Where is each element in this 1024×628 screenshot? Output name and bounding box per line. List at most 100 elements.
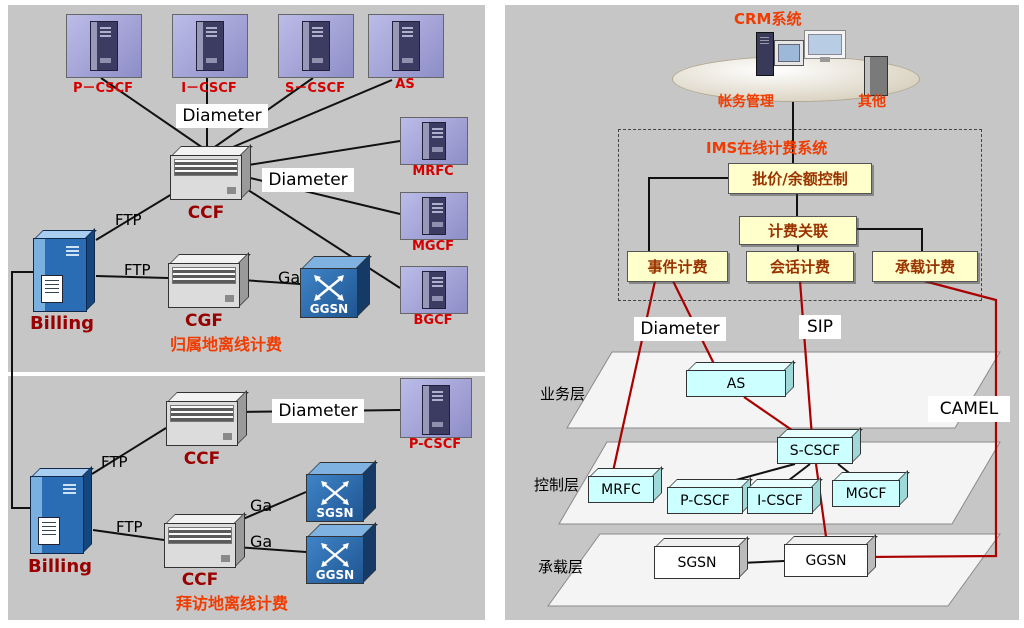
mgcf-server-label: MGCF	[411, 239, 455, 254]
rating-balance-control-box: 批价/余额控制	[728, 163, 872, 194]
box-front-face: SGSN	[306, 474, 364, 522]
ggsn-router-icon: GGSN	[300, 254, 372, 318]
icscf-server-icon	[172, 14, 248, 78]
rack-slots	[168, 527, 232, 544]
ggsn-node-label: GGSN	[805, 552, 847, 569]
rack-slots	[170, 405, 234, 422]
server-tower-icon	[422, 385, 450, 435]
ga-protocol-label: Ga	[250, 496, 273, 515]
monitor-stand-icon	[820, 57, 830, 62]
rack-led	[225, 295, 234, 302]
charging-correlation-box: 计费关联	[739, 216, 857, 245]
diameter-protocol-label: Diameter	[272, 399, 364, 423]
mrfc-server-icon	[400, 117, 468, 165]
billing-label: Billing	[29, 313, 95, 334]
rack-slots	[172, 267, 236, 284]
flat-monitor-icon	[804, 30, 846, 59]
scscf-node-box: S-CSCF	[777, 427, 863, 464]
mgcf-node-label: MGCF	[845, 485, 887, 502]
server-tower-icon	[392, 21, 420, 71]
mgcf-node-box: MGCF	[832, 470, 910, 507]
pcscf-server-icon	[400, 378, 472, 438]
ggsn-cube-label: GGSN	[309, 302, 349, 316]
ggsn-cube-label: GGSN	[315, 568, 355, 582]
server-tower-icon	[90, 21, 118, 71]
service-layer-label: 业务层	[540, 385, 586, 403]
session-charging-box: 会话计费	[746, 251, 854, 282]
server-tower-icon	[422, 122, 446, 160]
vents	[63, 484, 76, 495]
account-management-label: 帐务管理	[718, 94, 774, 110]
crm-system-title: CRM系统	[734, 10, 802, 28]
icscf-node-label: I-CSCF	[757, 492, 803, 509]
ftp-protocol-label: FTP	[101, 453, 128, 471]
billing-server-icon	[30, 466, 94, 554]
router-arrows-icon	[314, 275, 344, 301]
scscf-server-label: S－CSCF	[285, 81, 345, 96]
pcscf-server-label: P－CSCF	[72, 81, 134, 96]
event-charging-box: 事件计费	[627, 251, 728, 282]
rack-led	[223, 433, 232, 440]
as-server-label: AS	[395, 77, 415, 92]
diameter-protocol-label: Diameter	[262, 168, 354, 192]
box-front-face: I-CSCF	[747, 487, 813, 514]
bearer-layer-label: 承载层	[538, 558, 584, 576]
box-front-face: MGCF	[832, 480, 900, 507]
desktop-monitor-icon	[774, 40, 804, 66]
sgsn-node-box: SGSN	[654, 536, 750, 579]
other-label: 其他	[858, 94, 886, 110]
ftp-protocol-label: FTP	[115, 211, 142, 229]
as-server-icon	[368, 14, 444, 78]
camel-protocol-label: CAMEL	[928, 396, 1010, 422]
control-layer-label: 控制层	[534, 476, 580, 494]
ccf-label: CCF	[187, 203, 225, 223]
ccf-label: CCF	[183, 449, 221, 469]
box-front-face: P-CSCF	[667, 487, 743, 514]
ccf-server-icon	[170, 144, 253, 200]
box-front-face	[170, 155, 242, 200]
bgcf-server-label: BGCF	[413, 313, 453, 328]
as-node-label: AS	[726, 375, 746, 392]
box-front-face	[168, 263, 240, 308]
billing-server-icon	[33, 228, 97, 312]
ggsn-node-box: GGSN	[784, 534, 878, 577]
scscf-node-label: S-CSCF	[789, 442, 841, 459]
pcscf-server-icon	[66, 14, 142, 78]
box-front-face	[30, 476, 84, 554]
pcscf-node-box: P-CSCF	[667, 477, 753, 514]
ftp-protocol-label: FTP	[116, 518, 143, 536]
ftp-protocol-label: FTP	[124, 261, 151, 279]
bgcf-server-icon	[400, 266, 468, 314]
server-tower-icon	[422, 271, 446, 309]
ims-online-charging-title: IMS在线计费系统	[706, 139, 828, 157]
box-front-face: SGSN	[654, 546, 740, 579]
bearer-charging-box: 承载计费	[872, 251, 978, 282]
ga-protocol-label: Ga	[278, 268, 301, 287]
pcscf-node-label: P-CSCF	[680, 492, 730, 509]
box-front-face: MRFC	[588, 476, 654, 503]
icscf-node-box: I-CSCF	[747, 477, 823, 514]
home-offline-caption: 归属地离线计费	[170, 335, 283, 354]
ggsn-router-icon: GGSN	[306, 522, 378, 584]
router-arrows-icon	[321, 542, 349, 568]
scscf-server-icon	[278, 14, 354, 78]
vents	[66, 246, 79, 257]
icscf-server-label: I－CSCF	[181, 81, 237, 96]
sip-protocol-label: SIP	[799, 315, 841, 339]
sgsn-node-label: SGSN	[677, 554, 717, 571]
document-icon	[41, 275, 63, 303]
server-tower-icon	[196, 21, 224, 71]
mgcf-server-icon	[400, 192, 468, 240]
sgsn-router-icon: SGSN	[306, 460, 378, 522]
document-icon	[38, 517, 60, 545]
mrfc-server-label: MRFC	[412, 164, 454, 179]
billing-label: Billing	[27, 556, 93, 577]
cgf-server-icon	[168, 252, 251, 308]
box-front-face: AS	[686, 370, 786, 397]
server-tower-icon	[422, 197, 446, 235]
server-tower-icon	[302, 21, 330, 71]
mrfc-node-label: MRFC	[601, 481, 641, 498]
server-tower-icon	[864, 56, 888, 96]
ccf-server-icon	[166, 390, 249, 446]
box-front-face	[166, 401, 238, 446]
